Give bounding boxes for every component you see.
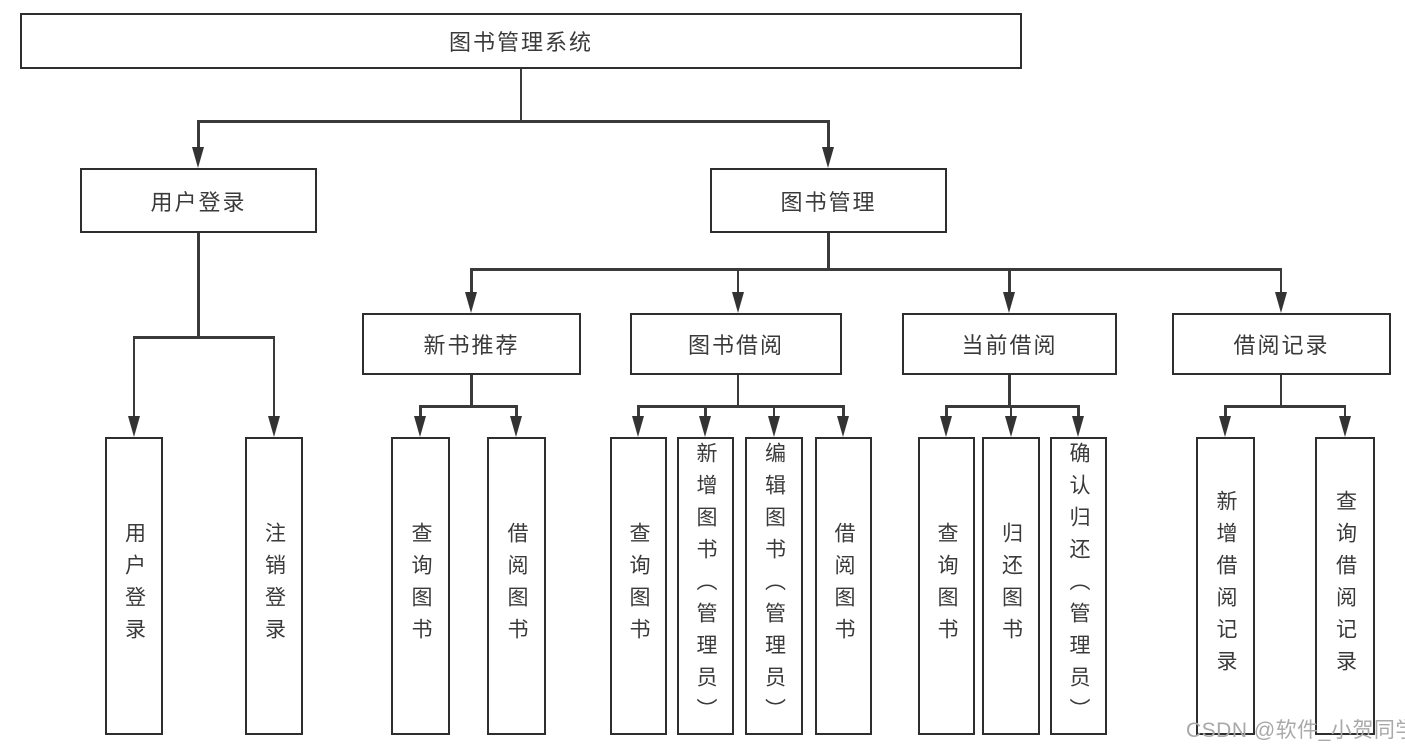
leaf-add-books-admin: 新增图书（管理员）: [677, 437, 734, 735]
leaf-confirm-return-admin: 确认归还（管理员）: [1050, 437, 1107, 735]
connector-drop: [1279, 268, 1283, 295]
leaf-label: 编辑图书（管理员）: [762, 442, 786, 730]
leaf-user-login: 用户登录: [105, 437, 163, 735]
node-book-mgmt: 图书管理: [710, 168, 947, 233]
arrow-down-icon: [1003, 292, 1015, 313]
leaf-label: 注销登录: [262, 522, 286, 650]
node-book-borrow: 图书借阅: [630, 313, 842, 375]
leaf-logout: 注销登录: [245, 437, 303, 735]
leaf-query-books-cb: 查询图书: [918, 437, 975, 735]
connector-drop: [1008, 268, 1011, 295]
node-label: 用户登录: [150, 189, 247, 215]
leaf-query-borrow-record: 查询借阅记录: [1315, 437, 1375, 735]
arrow-down-icon: [1338, 416, 1351, 437]
arrow-down-icon: [1274, 292, 1287, 313]
node-root: 图书管理系统: [20, 13, 1022, 69]
node-label: 图书借阅: [687, 333, 784, 358]
connector-drop: [704, 405, 707, 419]
connector-book-mgmt-stem: [827, 233, 830, 268]
arrow-down-icon: [1004, 416, 1017, 437]
connector-records-stem: [1279, 375, 1283, 406]
leaf-label: 新增图书（管理员）: [694, 442, 717, 730]
connector-drop: [419, 405, 422, 419]
connector-user-login-drop: [197, 120, 200, 150]
connector-records-bar: [1224, 405, 1347, 408]
connector-drop: [1343, 405, 1347, 419]
connector-book-mgmt-drop: [827, 120, 830, 150]
node-label: 当前借阅: [961, 333, 1058, 358]
arrow-down-icon: [1072, 416, 1084, 437]
leaf-label: 查询借阅记录: [1333, 490, 1357, 682]
connector-drop: [736, 268, 740, 295]
node-user-login: 用户登录: [80, 168, 317, 233]
arrow-down-icon: [465, 292, 477, 313]
node-borrow-records: 借阅记录: [1172, 313, 1391, 375]
connector-new-book-stem: [470, 375, 473, 406]
leaf-borrow-books-bb: 借阅图书: [815, 437, 872, 735]
arrow-down-icon: [837, 416, 849, 437]
arrow-down-icon: [822, 147, 834, 168]
connector-root-stem: [519, 69, 523, 120]
connector-current-stem: [1008, 375, 1011, 406]
connector-drop: [1009, 405, 1013, 419]
node-label: 图书管理: [780, 189, 877, 215]
connector-current-bar: [945, 405, 1080, 408]
leaf-add-borrow-record: 新增借阅记录: [1196, 437, 1255, 735]
connector-new-book-bar: [419, 405, 518, 408]
arrow-down-icon: [767, 416, 780, 437]
arrow-down-icon: [127, 416, 140, 437]
connector-drop: [1224, 405, 1227, 419]
csdn-watermark: CSDN @软件_小贺同学: [1186, 719, 1405, 742]
arrow-down-icon: [699, 416, 711, 437]
connector-user-login-stem: [197, 233, 200, 336]
connector-borrow-stem: [736, 375, 740, 406]
connector-user-login-bar: [132, 336, 276, 339]
leaf-borrow-books-rec: 借阅图书: [487, 437, 546, 735]
leaf-query-books-rec: 查询图书: [391, 437, 450, 735]
connector-drop: [945, 405, 948, 419]
node-root-label: 图书管理系统: [448, 30, 593, 55]
connector-root-bar: [197, 120, 830, 123]
leaf-label: 用户登录: [122, 522, 146, 650]
node-new-book-rec: 新书推荐: [362, 313, 581, 375]
arrow-down-icon: [510, 416, 522, 437]
node-current-borrow: 当前借阅: [902, 313, 1117, 375]
connector-book-mgmt-bar: [470, 268, 1283, 271]
leaf-edit-books-admin: 编辑图书（管理员）: [745, 437, 803, 735]
connector-drop: [132, 336, 136, 420]
leaf-label: 借阅图书: [832, 522, 855, 650]
leaf-query-books-bb: 查询图书: [610, 437, 667, 735]
arrow-down-icon: [632, 416, 644, 437]
connector-borrow-bar: [637, 405, 845, 408]
leaf-label: 新增借阅记录: [1214, 490, 1237, 682]
connector-drop: [842, 405, 845, 419]
arrow-down-icon: [1219, 416, 1231, 437]
connector-drop: [272, 336, 276, 420]
leaf-return-books: 归还图书: [982, 437, 1040, 735]
connector-drop: [515, 405, 518, 419]
leaf-label: 查询图书: [409, 522, 432, 650]
arrow-down-icon: [267, 416, 280, 437]
leaf-label: 借阅图书: [505, 522, 528, 650]
node-label: 新书推荐: [423, 333, 520, 358]
arrow-down-icon: [414, 416, 426, 437]
leaf-label: 查询图书: [627, 522, 650, 650]
arrow-down-icon: [940, 416, 952, 437]
connector-drop: [637, 405, 640, 419]
leaf-label: 查询图书: [935, 522, 958, 650]
arrow-down-icon: [192, 147, 204, 168]
leaf-label: 归还图书: [999, 522, 1023, 650]
arrow-down-icon: [731, 292, 744, 313]
node-label: 借阅记录: [1233, 333, 1330, 358]
connector-drop: [772, 405, 776, 419]
connector-drop: [1077, 405, 1080, 419]
connector-drop: [470, 268, 473, 295]
leaf-label: 确认归还（管理员）: [1067, 442, 1090, 730]
